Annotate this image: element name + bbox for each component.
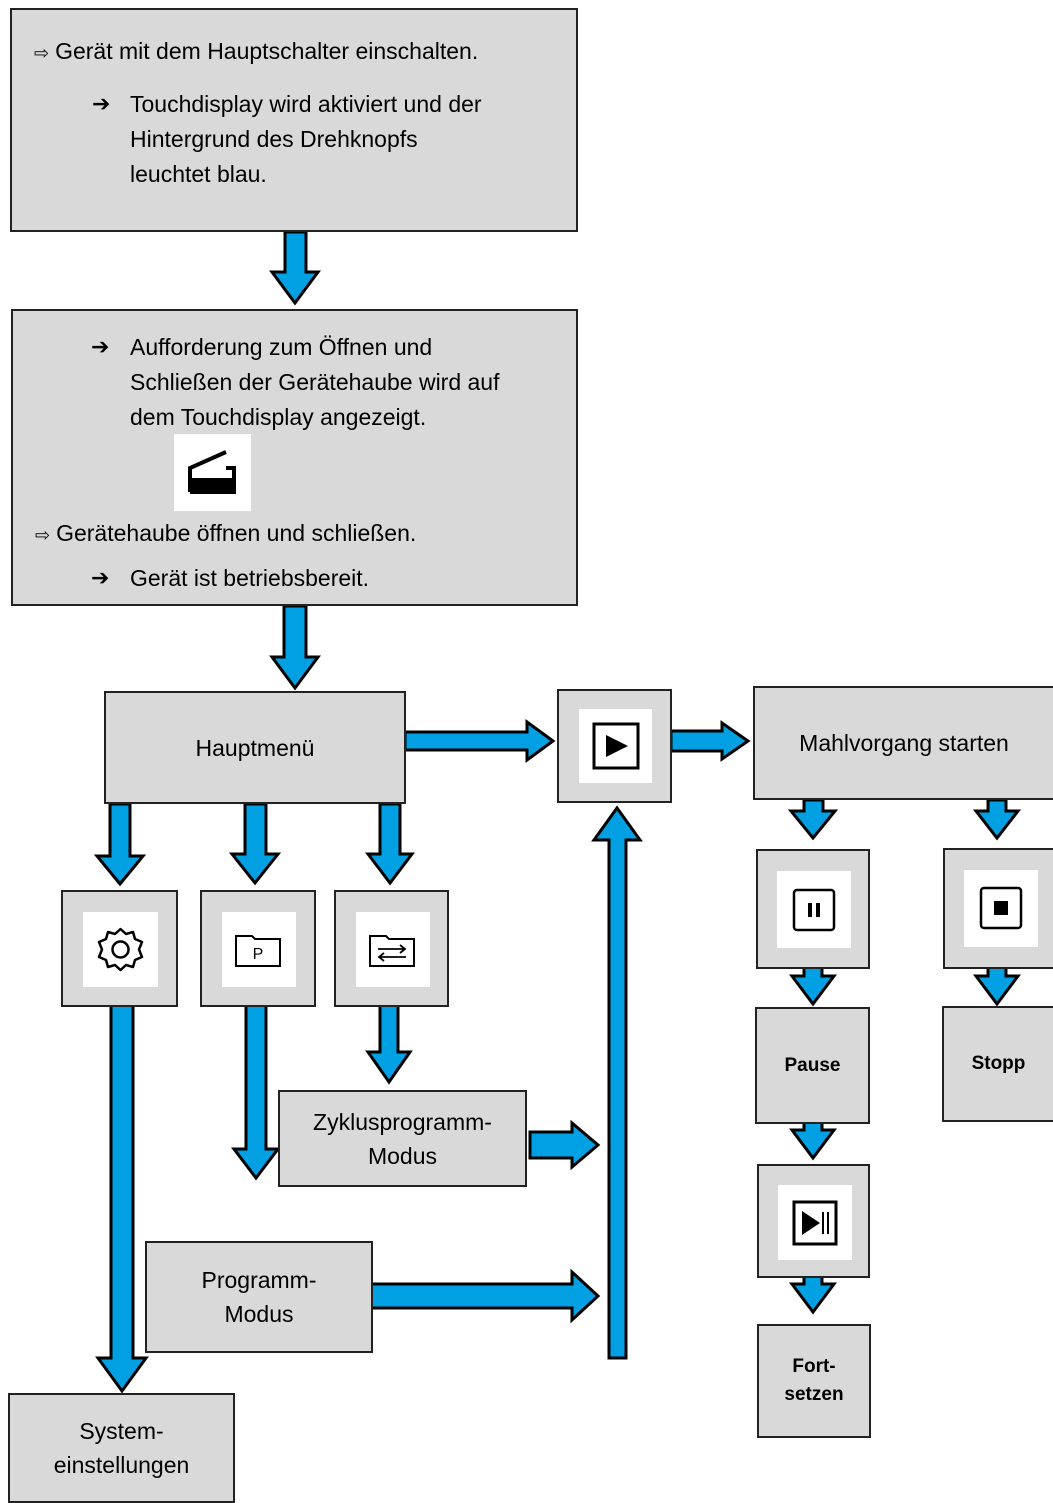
start-grinding-label: Mahlvorgang starten xyxy=(799,730,1009,756)
stop-label: Stopp xyxy=(971,1053,1026,1074)
pause-icon xyxy=(777,871,851,948)
result-arrow-icon: ➔ xyxy=(92,91,111,116)
main-menu-label: Hauptmenü xyxy=(195,734,315,761)
cycle-node xyxy=(334,890,449,1007)
program-node: P xyxy=(200,890,316,1007)
arrow-play-to-start xyxy=(669,720,751,762)
arrow-settings-to-system-settings xyxy=(95,1003,149,1394)
arrow-main-menu-to-settings xyxy=(93,802,147,887)
main-menu-node: Hauptmenü xyxy=(104,691,406,804)
step2-instruction-line: ⇨Gerätehaube öffnen und schließen. xyxy=(35,519,416,549)
program-mode-label: Programm- Modus xyxy=(147,1263,371,1331)
step1-instruction-line: ⇨Gerät mit dem Hauptschalter einschalten… xyxy=(34,37,478,67)
settings-node xyxy=(61,890,178,1007)
play-node xyxy=(557,689,672,803)
pause-label: Pause xyxy=(784,1054,841,1076)
instruction-arrow-icon: ⇨ xyxy=(34,43,50,63)
gear-icon xyxy=(83,912,158,987)
stop-icon xyxy=(964,870,1038,947)
stop-node: Stopp xyxy=(942,1006,1053,1122)
pause-node: Pause xyxy=(755,1007,870,1124)
step2-result-line-1: Aufforderung zum Öffnen und xyxy=(130,334,433,360)
arrow-resume-icon-to-continue xyxy=(789,1274,837,1315)
step1-box: ⇨Gerät mit dem Hauptschalter einschalten… xyxy=(10,8,578,232)
system-settings-line-2: einstellungen xyxy=(53,1452,190,1478)
arrow-start-to-pause-icon xyxy=(787,798,839,841)
continue-node: Fort- setzen xyxy=(757,1324,871,1438)
system-settings-label: System- einstellungen xyxy=(10,1414,233,1482)
program-mode-line-1: Programm- xyxy=(201,1267,317,1293)
step1-result-line-2: Hintergrund des Drehknopfs xyxy=(130,126,418,152)
instruction-arrow-icon: ⇨ xyxy=(35,525,51,545)
arrow-cycle-icon-to-cycle-mode xyxy=(365,1003,413,1085)
system-settings-node: System- einstellungen xyxy=(8,1393,235,1503)
continue-label-line-1: Fort- xyxy=(792,1356,836,1377)
cycle-mode-line-2: Modus xyxy=(367,1142,438,1169)
cycle-mode-line-1: Zyklusprogramm- xyxy=(313,1108,492,1135)
step2-result-line-2: Schließen der Gerätehaube wird auf xyxy=(130,369,500,395)
arrow-cycle-mode-to-vertical xyxy=(528,1119,601,1171)
resume-icon xyxy=(778,1185,852,1260)
program-folder-letter: P xyxy=(253,946,264,963)
program-folder-icon: P xyxy=(222,912,296,987)
step2-box: ➔ Aufforderung zum Öffnen und Schließen … xyxy=(11,309,578,606)
program-mode-line-2: Modus xyxy=(224,1301,294,1327)
step2-instruction: Gerätehaube öffnen und schließen. xyxy=(56,520,417,546)
step2-ready: Gerät ist betriebsbereit. xyxy=(130,565,370,591)
result-arrow-icon: ➔ xyxy=(91,565,110,590)
continue-label-line-2: setzen xyxy=(784,1384,844,1405)
arrow-main-menu-to-cycle xyxy=(364,802,416,886)
program-mode-node: Programm- Modus xyxy=(145,1241,373,1353)
cycle-folder-icon xyxy=(356,912,430,987)
resume-icon-node xyxy=(757,1164,870,1278)
arrow-vertical-up-to-play xyxy=(591,805,643,1360)
pause-icon-node xyxy=(756,849,870,969)
arrow-pause-to-resume-icon xyxy=(789,1120,837,1161)
step2-result-line-3: dem Touchdisplay angezeigt. xyxy=(130,404,427,430)
step1-instruction: Gerät mit dem Hauptschalter einschalten. xyxy=(55,38,479,64)
arrow-step1-to-step2 xyxy=(269,230,321,306)
step1-result-line-3: leuchtet blau. xyxy=(130,161,267,187)
arrow-program-mode-to-vertical xyxy=(368,1268,601,1324)
play-icon xyxy=(579,709,652,783)
lid-icon xyxy=(174,434,251,511)
cycle-mode-node: Zyklusprogramm- Modus xyxy=(278,1090,527,1187)
arrow-program-icon-to-program-mode xyxy=(230,1003,282,1181)
arrow-main-menu-to-program xyxy=(228,802,282,886)
arrow-step2-to-main-menu xyxy=(269,604,321,691)
arrow-stop-icon-to-stop xyxy=(973,965,1021,1007)
result-arrow-icon: ➔ xyxy=(91,334,110,359)
step1-result-line-1: Touchdisplay wird aktiviert und der xyxy=(130,91,482,117)
arrow-pause-icon-to-pause xyxy=(789,965,837,1007)
system-settings-line-1: System- xyxy=(79,1418,164,1444)
arrow-main-menu-to-play xyxy=(403,719,556,763)
start-grinding-node: Mahlvorgang starten xyxy=(753,686,1053,800)
stop-icon-node xyxy=(943,848,1053,969)
arrow-start-to-stop-icon xyxy=(972,798,1022,841)
cycle-mode-label: Zyklusprogramm- Modus xyxy=(280,1105,525,1173)
continue-label: Fort- setzen xyxy=(759,1353,869,1409)
